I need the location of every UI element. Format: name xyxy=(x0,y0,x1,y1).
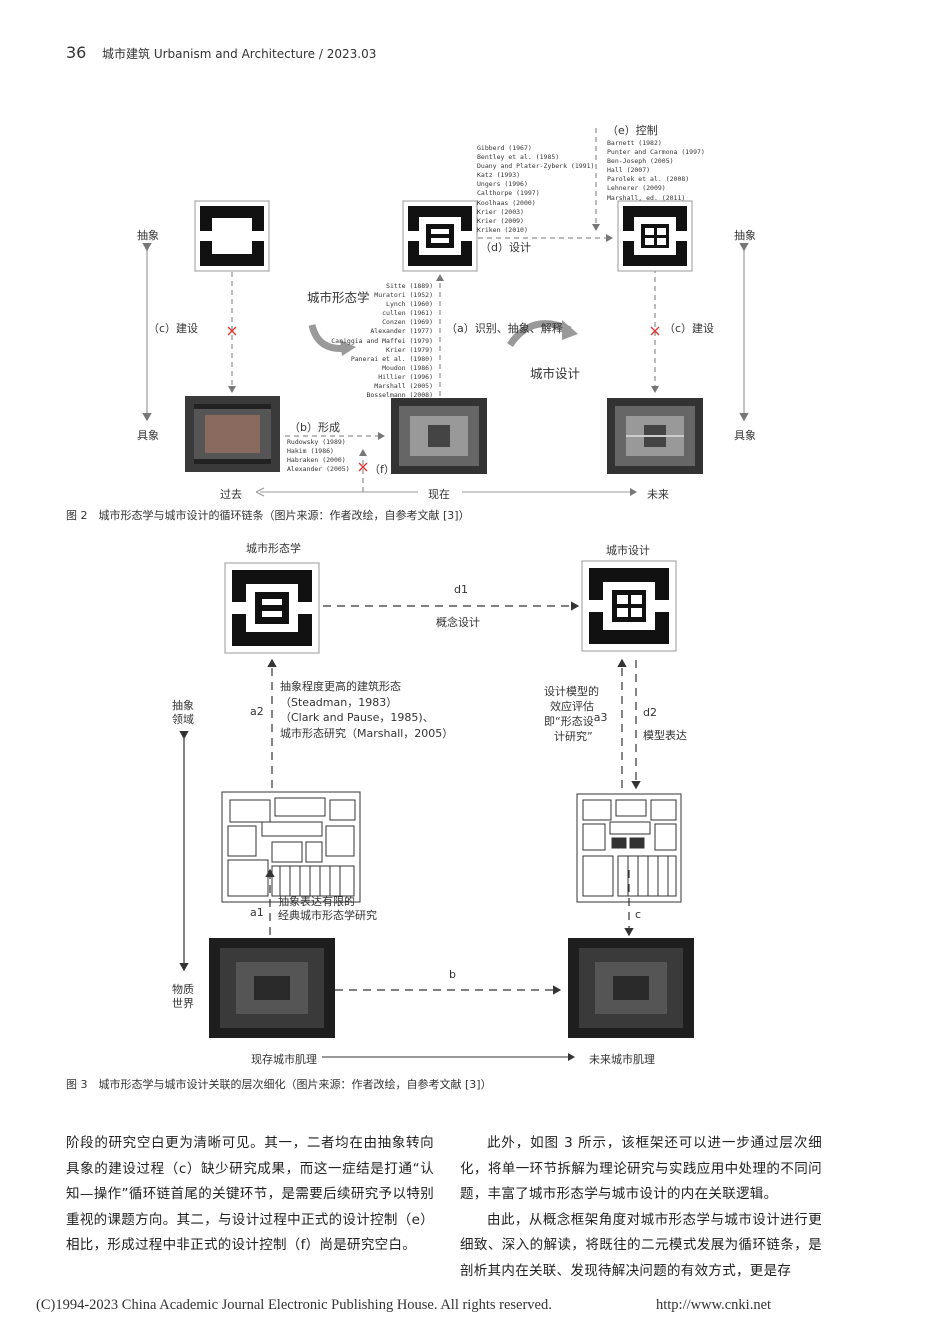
body-right-paragraph-1: 此外，如图 3 所示，该框架还可以进一步通过层次细化，将单一环节拆解为理论研究与… xyxy=(460,1135,822,1202)
fig2-d-label: （d）设计 xyxy=(480,241,531,254)
fig2-left-concrete: 具象 xyxy=(137,429,159,442)
fig2-b-label: （b）形成 xyxy=(289,421,340,434)
red-cross-icon xyxy=(227,326,660,472)
body-left-column: 阶段的研究空白更为清晰可见。其一，二者均在由抽象转向具象的建设过程（c）缺少研究… xyxy=(66,1131,434,1259)
fig2-f-label: （f） xyxy=(369,463,395,476)
fig3-physical-world: 物质世界 xyxy=(172,983,194,1010)
fig3-sketch-map-future xyxy=(576,793,682,903)
fig3-morphology-pattern-icon xyxy=(224,562,320,654)
fig2-b-refs: Rudowsky (1989)Hakim (1986)Habraken (200… xyxy=(287,438,350,474)
footer-url[interactable]: http://www.cnki.net xyxy=(656,1297,772,1313)
fig3-c: c xyxy=(635,908,642,921)
aerial-photo-past xyxy=(185,396,280,472)
fig2-morphology: 城市形态学 xyxy=(307,290,370,305)
fig2-caption: 图 2 城市形态学与城市设计的循环链条（图片来源：作者改绘，自参考文献 [3]） xyxy=(66,509,470,522)
fig3-a1: a1 xyxy=(250,906,264,919)
fig2-lines xyxy=(142,128,749,497)
journal-header: 城市建筑 Urbanism and Architecture / 2023.03 xyxy=(102,47,377,61)
fig3-lines xyxy=(179,560,694,1061)
fig3-a2-text: 抽象程度更高的建筑形态（Steadman，1983） （Clark and Pa… xyxy=(280,680,454,740)
aerial-photo-present xyxy=(391,398,487,474)
fig3-design-pattern-icon xyxy=(581,560,677,652)
fig3-design-title: 城市设计 xyxy=(606,544,650,557)
fig3-future: 未来城市肌理 xyxy=(589,1053,655,1066)
fig2-left-abstract: 抽象 xyxy=(137,229,159,242)
fig3-existing: 现存城市肌理 xyxy=(251,1053,317,1066)
fig3-a3-text: 设计模型的 效应评估 即“形态设a3 计研究” xyxy=(544,685,608,743)
fig2-a-refs: Sitte (1889)Muratori (1952)Lynch (1960) … xyxy=(331,282,433,400)
fig2-e-refs: Barnett (1982)Punter and Carmona (1997)B… xyxy=(607,139,705,202)
fig3-a1-text: 抽象表达有限的经典城市形态学研究 xyxy=(278,895,377,922)
fig3-concept-design: 概念设计 xyxy=(436,616,480,629)
fig3-a2: a2 xyxy=(250,705,264,718)
page-number: 36 xyxy=(66,43,87,62)
abstract-pattern-open-icon xyxy=(194,200,270,272)
fig2-e-label: （e）控制 xyxy=(607,124,658,137)
fig3-abstract-domain: 抽象领域 xyxy=(172,699,194,726)
fig2-right-concrete: 具象 xyxy=(734,429,756,442)
body-right-paragraph-2: 由此，从概念框架角度对城市形态学与城市设计进行更细致、深入的解读，将既往的二元模… xyxy=(460,1211,822,1279)
body-right-column: 此外，如图 3 所示，该框架还可以进一步通过层次细化，将单一环节拆解为理论研究与… xyxy=(460,1131,822,1284)
abstract-pattern-design-icon xyxy=(617,200,693,272)
fig2-urban-design: 城市设计 xyxy=(530,366,581,381)
fig3-aerial-future xyxy=(568,938,694,1038)
body-left-paragraph: 阶段的研究空白更为清晰可见。其一，二者均在由抽象转向具象的建设过程（c）缺少研究… xyxy=(66,1135,434,1253)
fig2-past: 过去 xyxy=(220,488,242,501)
fig2-c-build-right: （c）建设 xyxy=(664,322,715,335)
fig2-present: 现在 xyxy=(428,488,450,501)
abstract-pattern-morphology-icon xyxy=(402,200,478,272)
fig2-future: 未来 xyxy=(647,488,669,501)
fig2-right-abstract: 抽象 xyxy=(734,229,756,242)
fig3-b: b xyxy=(449,968,456,981)
fig2-c-build-left: （c）建设 xyxy=(148,322,199,335)
fig3-caption: 图 3 城市形态学与城市设计关联的层次细化（图片来源：作者改绘，自参考文献 [3… xyxy=(66,1078,492,1091)
fig3-model-expression: 模型表达 xyxy=(643,729,687,742)
fig2-d-refs: Gibberd (1967)Bentley et al. (1985)Duany… xyxy=(477,144,595,234)
fig3-sketch-map-existing xyxy=(221,791,361,903)
fig3-aerial-existing xyxy=(209,938,335,1038)
aerial-photo-future xyxy=(607,398,703,474)
fig3-d2: d2 xyxy=(643,706,657,719)
fig3-morphology-title: 城市形态学 xyxy=(246,542,301,555)
footer-copyright: (C)1994-2023 China Academic Journal Elec… xyxy=(36,1297,552,1313)
fig2-a-label: （a）识别、抽象、解释 xyxy=(446,322,563,335)
fig3-d1: d1 xyxy=(454,583,468,596)
